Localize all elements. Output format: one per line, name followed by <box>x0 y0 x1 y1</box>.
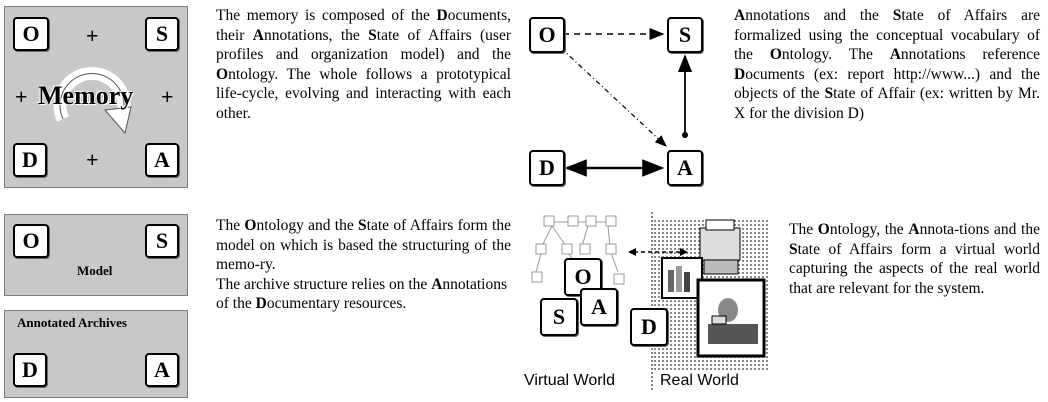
virtual-world-label: Virtual World <box>524 372 615 390</box>
documents-node: D <box>529 150 565 186</box>
archives-annotations-box: A <box>145 353 179 387</box>
annotations-node: A <box>667 150 703 186</box>
memory-description: The memory is composed of the Documents,… <box>216 6 511 124</box>
world-documents-box: D <box>630 308 668 346</box>
memory-panel: O S D A + + + + Memory <box>4 6 188 188</box>
archives-label: Annotated Archives <box>17 315 127 331</box>
archives-panel: Annotated Archives D A <box>4 310 188 398</box>
formalization-description: Annotations and the State of Affairs are… <box>734 6 1040 124</box>
world-annotations-box: A <box>580 288 618 326</box>
world-panel: O S A D Virtual World Real World <box>522 212 772 397</box>
ontology-node: O <box>529 17 565 53</box>
world-state-box: S <box>540 298 578 336</box>
model-panel: O S Model <box>4 214 188 296</box>
memory-label: Memory <box>38 81 133 111</box>
virtual-world-description: The Ontology, the Annota-tions and the S… <box>789 220 1040 298</box>
model-label: Model <box>77 263 112 279</box>
real-world-label: Real World <box>660 372 739 390</box>
model-ontology-box: O <box>13 224 49 258</box>
model-description: The Ontology and the State of Affairs fo… <box>216 216 511 314</box>
state-node: S <box>667 17 703 53</box>
model-state-box: S <box>145 224 179 258</box>
world-illustration <box>522 212 772 372</box>
archives-documents-box: D <box>13 353 47 387</box>
